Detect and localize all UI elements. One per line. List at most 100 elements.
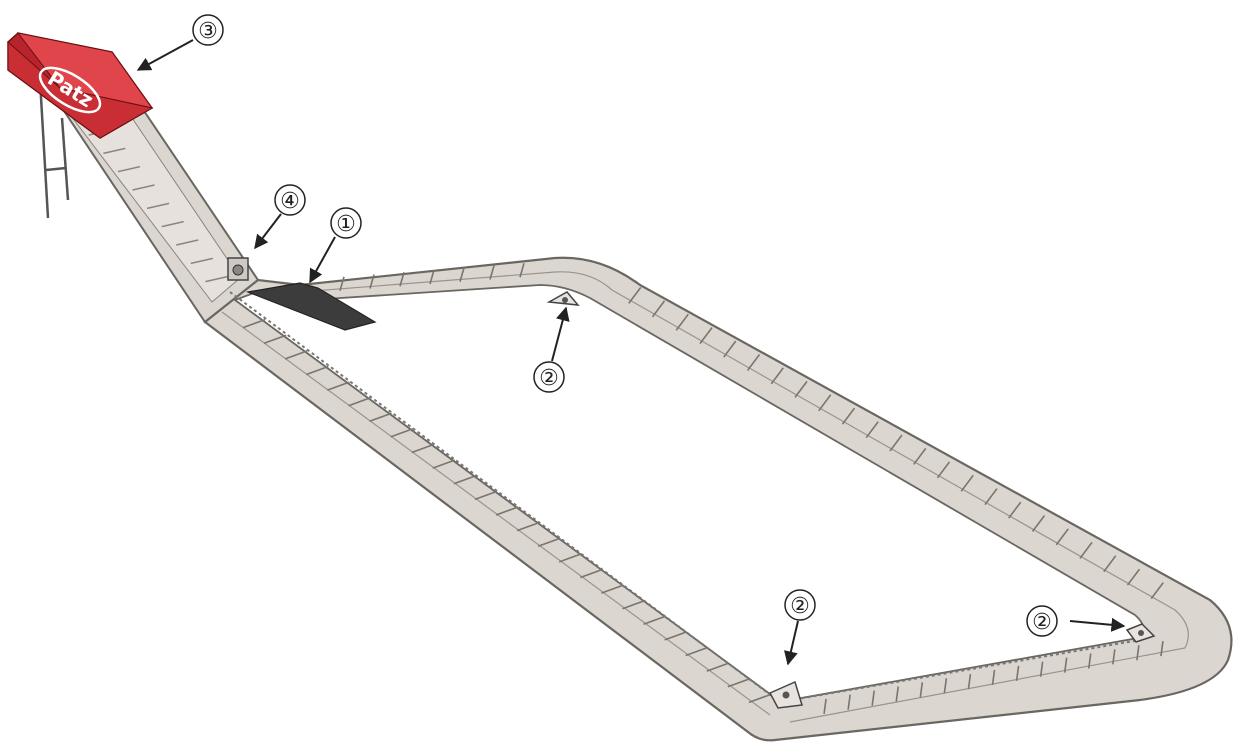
gutter-paddle: [685, 646, 708, 657]
gutter-paddle: [706, 662, 730, 672]
gutter-channel: [203, 256, 1233, 742]
gutter-paddle: [190, 257, 213, 265]
callout-label: ④: [280, 189, 300, 214]
gutter-paddle: [263, 334, 287, 344]
gutter-paddle: [1063, 657, 1068, 673]
gutter-paddle: [132, 184, 155, 191]
arrow-icon: [1069, 617, 1126, 632]
gutter-paddle: [117, 165, 141, 173]
gutter-paddle: [770, 367, 784, 385]
gutter-paddle: [847, 694, 851, 710]
callout-label: ②: [790, 594, 810, 619]
gutter-paddle: [699, 327, 713, 345]
gutter-paddle: [1087, 653, 1092, 669]
callout-2-upper: ②: [533, 306, 570, 393]
gutter-paddle: [1015, 665, 1020, 681]
gutter-paddle: [723, 340, 737, 358]
gutter-paddle: [871, 690, 875, 706]
arrow-icon: [136, 39, 194, 71]
gutter-paddle: [284, 350, 308, 360]
callout-label: ①: [336, 212, 356, 237]
arrow-icon: [784, 620, 799, 666]
gutter-paddle: [895, 686, 900, 702]
gutter-paddle: [841, 407, 856, 425]
gutter-paddle: [558, 553, 582, 563]
corner-wheel-icon: [782, 691, 790, 699]
gutter-paddle: [1126, 568, 1141, 586]
gutter-paddle: [103, 147, 126, 155]
gutter-paddle: [936, 461, 951, 479]
gutter-paddle: [348, 396, 371, 407]
gutter-paddle: [489, 265, 495, 280]
gutter-paddle: [459, 267, 465, 282]
arrow-icon: [254, 213, 282, 250]
callout-4: ④: [254, 184, 306, 250]
gutter-paddle: [727, 678, 751, 688]
callout-2-lower-right: ②: [1026, 605, 1126, 637]
gutter-paddle: [516, 521, 540, 532]
gutter-paddle: [991, 669, 996, 686]
gutter-paddle: [818, 394, 832, 412]
gutter-paddle: [495, 506, 519, 516]
gutter-paddle: [1136, 645, 1140, 661]
corner-wheel-icon: [1138, 630, 1144, 636]
gutter-paddle: [429, 269, 435, 285]
gutter-paddle: [519, 263, 525, 278]
gutter-paddle: [664, 631, 687, 641]
gutter-paddle: [746, 354, 761, 371]
gutter-paddle: [1150, 582, 1164, 600]
gutter-paddle: [601, 584, 624, 594]
gutter-paddle: [537, 537, 561, 547]
callout-label: ②: [539, 366, 559, 391]
gutter-paddle: [399, 272, 405, 287]
gutter-paddle: [1039, 661, 1044, 677]
gutter-paddle: [146, 202, 170, 210]
arrow-icon: [309, 236, 336, 284]
elevator-support: [38, 79, 70, 219]
callout-3: ③: [136, 14, 224, 71]
gutter-paddle: [984, 488, 998, 506]
gutter-paddle: [628, 286, 642, 304]
gutter-paddle: [1008, 501, 1022, 519]
callout-label: ②: [1032, 610, 1052, 635]
gutter-paddle: [1112, 649, 1116, 665]
gutter-paddle: [339, 276, 345, 291]
corner-wheel-upper: [546, 291, 580, 306]
gutter-paddle: [369, 412, 392, 423]
gutter-paddle: [865, 421, 879, 439]
gutter-paddle: [913, 447, 927, 465]
gutter-paddle: [1031, 515, 1046, 532]
gutter-paddle: [474, 490, 498, 501]
gutter-paddle: [1079, 541, 1093, 559]
gutter-paddle: [1160, 641, 1164, 657]
gutter-paddle: [390, 428, 413, 438]
callout-label: ③: [198, 19, 218, 44]
gutter-paddle: [651, 300, 666, 318]
gutter-paddle: [622, 599, 645, 610]
gutter-paddle: [943, 678, 948, 694]
gutter-paddle: [432, 459, 456, 469]
return-wheel: [227, 257, 249, 281]
gutter-paddle: [675, 313, 689, 331]
gutter-paddle: [176, 239, 199, 246]
gutter-paddle: [960, 474, 974, 492]
gutter-paddle: [748, 693, 772, 704]
gutter-paddle: [823, 698, 827, 714]
gutter-paddle: [242, 318, 266, 329]
gutter-paddle: [306, 365, 329, 376]
gutter-paddle: [1055, 528, 1069, 546]
gutter-paddle: [919, 682, 924, 698]
corner-wheel-lower-right: [1125, 623, 1156, 643]
gutter-paddle: [580, 568, 603, 579]
gutter-paddle: [794, 380, 808, 398]
gutter-paddle: [161, 220, 184, 228]
corner-wheel-lower-left: [768, 680, 803, 709]
gutter-paddle: [1103, 555, 1117, 573]
gutter-paddle: [327, 381, 350, 391]
gutter-paddle: [453, 475, 477, 485]
drive-unit: Patz: [7, 32, 154, 139]
gutter-paddle: [205, 275, 228, 283]
gutter-paddle: [411, 443, 434, 454]
corner-wheel-icon: [562, 297, 568, 303]
arrow-icon: [551, 306, 570, 362]
